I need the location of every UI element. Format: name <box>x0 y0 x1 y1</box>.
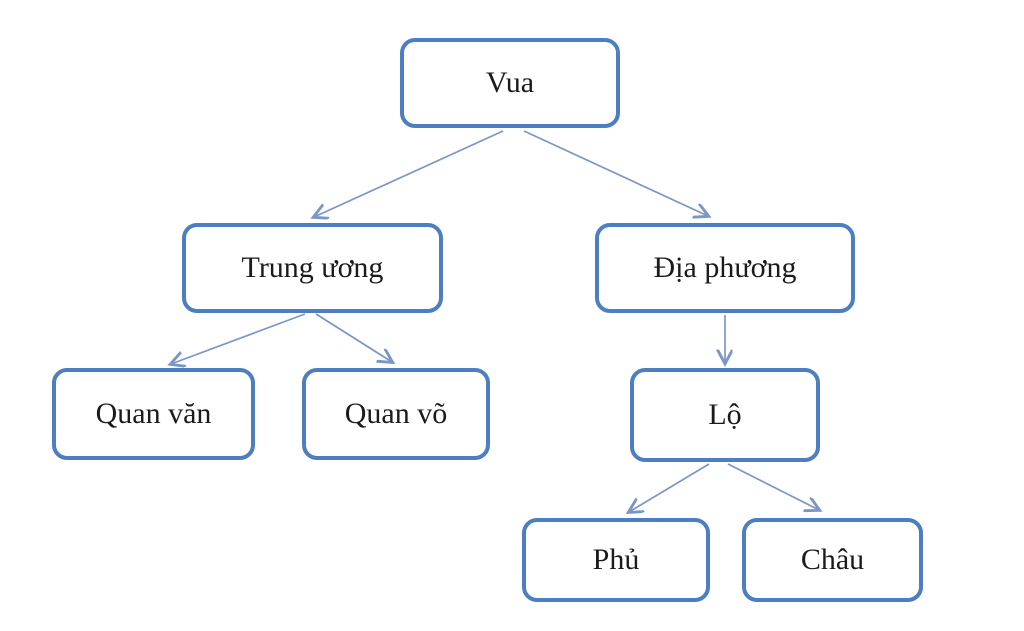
node-quan-vo-label: Quan võ <box>344 397 448 430</box>
edge-lo-to-chau <box>727 463 819 510</box>
node-trung-uong-label: Trung ương <box>241 251 384 284</box>
node-dia-phuong: Địa phương <box>595 223 855 313</box>
node-chau: Châu <box>742 518 923 602</box>
node-vua: Vua <box>400 38 620 128</box>
edge-vua-to-trung-uong <box>314 130 504 217</box>
node-dia-phuong-label: Địa phương <box>653 251 797 284</box>
edge-trung-uong-to-quan-van <box>171 313 306 364</box>
node-quan-van-label: Quan văn <box>95 397 212 430</box>
node-quan-van: Quan văn <box>52 368 255 460</box>
node-vua-label: Vua <box>485 66 535 99</box>
edge-trung-uong-to-quan-vo <box>315 313 392 362</box>
edge-lo-to-phu <box>629 463 710 512</box>
node-lo-label: Lộ <box>708 398 742 431</box>
node-lo: Lộ <box>630 368 820 462</box>
node-trung-uong: Trung ương <box>182 223 443 313</box>
edge-vua-to-dia-phuong <box>523 130 708 216</box>
node-phu: Phủ <box>522 518 710 602</box>
node-quan-vo: Quan võ <box>302 368 490 460</box>
node-chau-label: Châu <box>800 543 865 576</box>
node-phu-label: Phủ <box>592 543 640 576</box>
